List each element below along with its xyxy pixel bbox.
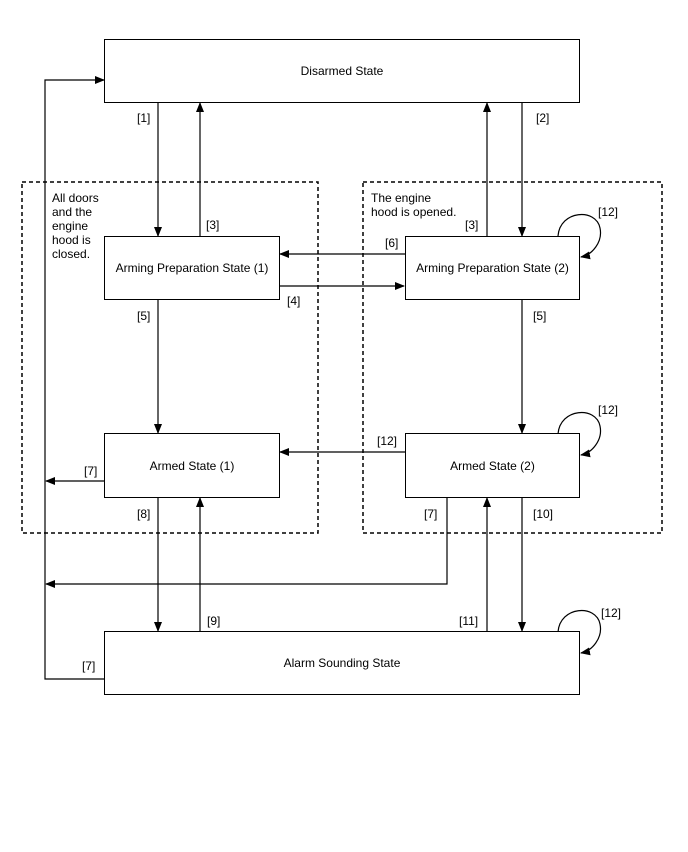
- note-line: closed.: [52, 247, 91, 261]
- group-boundary-hood-opened: [362, 181, 663, 534]
- label-t3-right: [3]: [465, 218, 479, 232]
- hood-opened-note: The engine hood is opened.: [371, 191, 456, 219]
- state-label: Armed State (2): [450, 458, 535, 473]
- label-t2: [2]: [536, 111, 550, 125]
- label-t1: [1]: [137, 111, 151, 125]
- label-t12-armed2-to-armed1: [12]: [377, 434, 398, 448]
- note-line: The engine: [371, 191, 432, 205]
- doors-closed-note: All doors and the engine hood is closed.: [52, 191, 99, 261]
- label-t12-prep2: [12]: [598, 205, 619, 219]
- armed-1-box: Armed State (1): [104, 433, 280, 498]
- label-t7-alarm: [7]: [82, 659, 96, 673]
- arming-prep-1-box: Arming Preparation State (1): [104, 236, 280, 300]
- label-t9: [9]: [207, 614, 221, 628]
- arrow-t12-alarm-loop: [557, 610, 602, 656]
- note-line: hood is: [52, 233, 91, 247]
- label-t12-armed2-self: [12]: [598, 403, 619, 417]
- label-t12-alarm: [12]: [601, 606, 622, 620]
- label-t7-armed1: [7]: [84, 464, 98, 478]
- label-t4: [4]: [287, 294, 301, 308]
- label-t11: [11]: [459, 614, 479, 628]
- return-bus-to-disarmed: [44, 76, 105, 680]
- label-t3-left: [3]: [206, 218, 220, 232]
- armed-2-box: Armed State (2): [405, 433, 580, 498]
- disarmed-state-box: Disarmed State: [104, 39, 580, 103]
- state-label: Disarmed State: [300, 64, 384, 78]
- label-t7-armed2: [7]: [424, 507, 438, 521]
- group-boundary-doors-closed: [21, 181, 319, 534]
- state-label: Armed State (1): [149, 458, 235, 473]
- label-t8: [8]: [137, 507, 151, 521]
- note-line: All doors: [52, 191, 99, 205]
- label-t10: [10]: [533, 507, 554, 521]
- label-t6: [6]: [385, 236, 399, 250]
- note-line: hood is opened.: [371, 205, 457, 219]
- alarm-sounding-box: Alarm Sounding State: [104, 631, 580, 695]
- arrow-t12-prep2-loop: [557, 214, 602, 260]
- note-line: engine: [52, 219, 89, 233]
- arming-prep-2-box: Arming Preparation State (2): [405, 236, 580, 300]
- state-label: Alarm Sounding State: [283, 656, 401, 670]
- label-t5-left: [5]: [137, 309, 151, 323]
- arrow-t7-armed2: [45, 498, 448, 588]
- state-label: Arming Preparation State (1): [115, 261, 269, 275]
- state-label: Arming Preparation State (2): [416, 261, 569, 275]
- note-line: and the: [52, 205, 93, 219]
- arrow-t12-armed2-loop: [557, 412, 602, 458]
- label-t5-right: [5]: [533, 309, 547, 323]
